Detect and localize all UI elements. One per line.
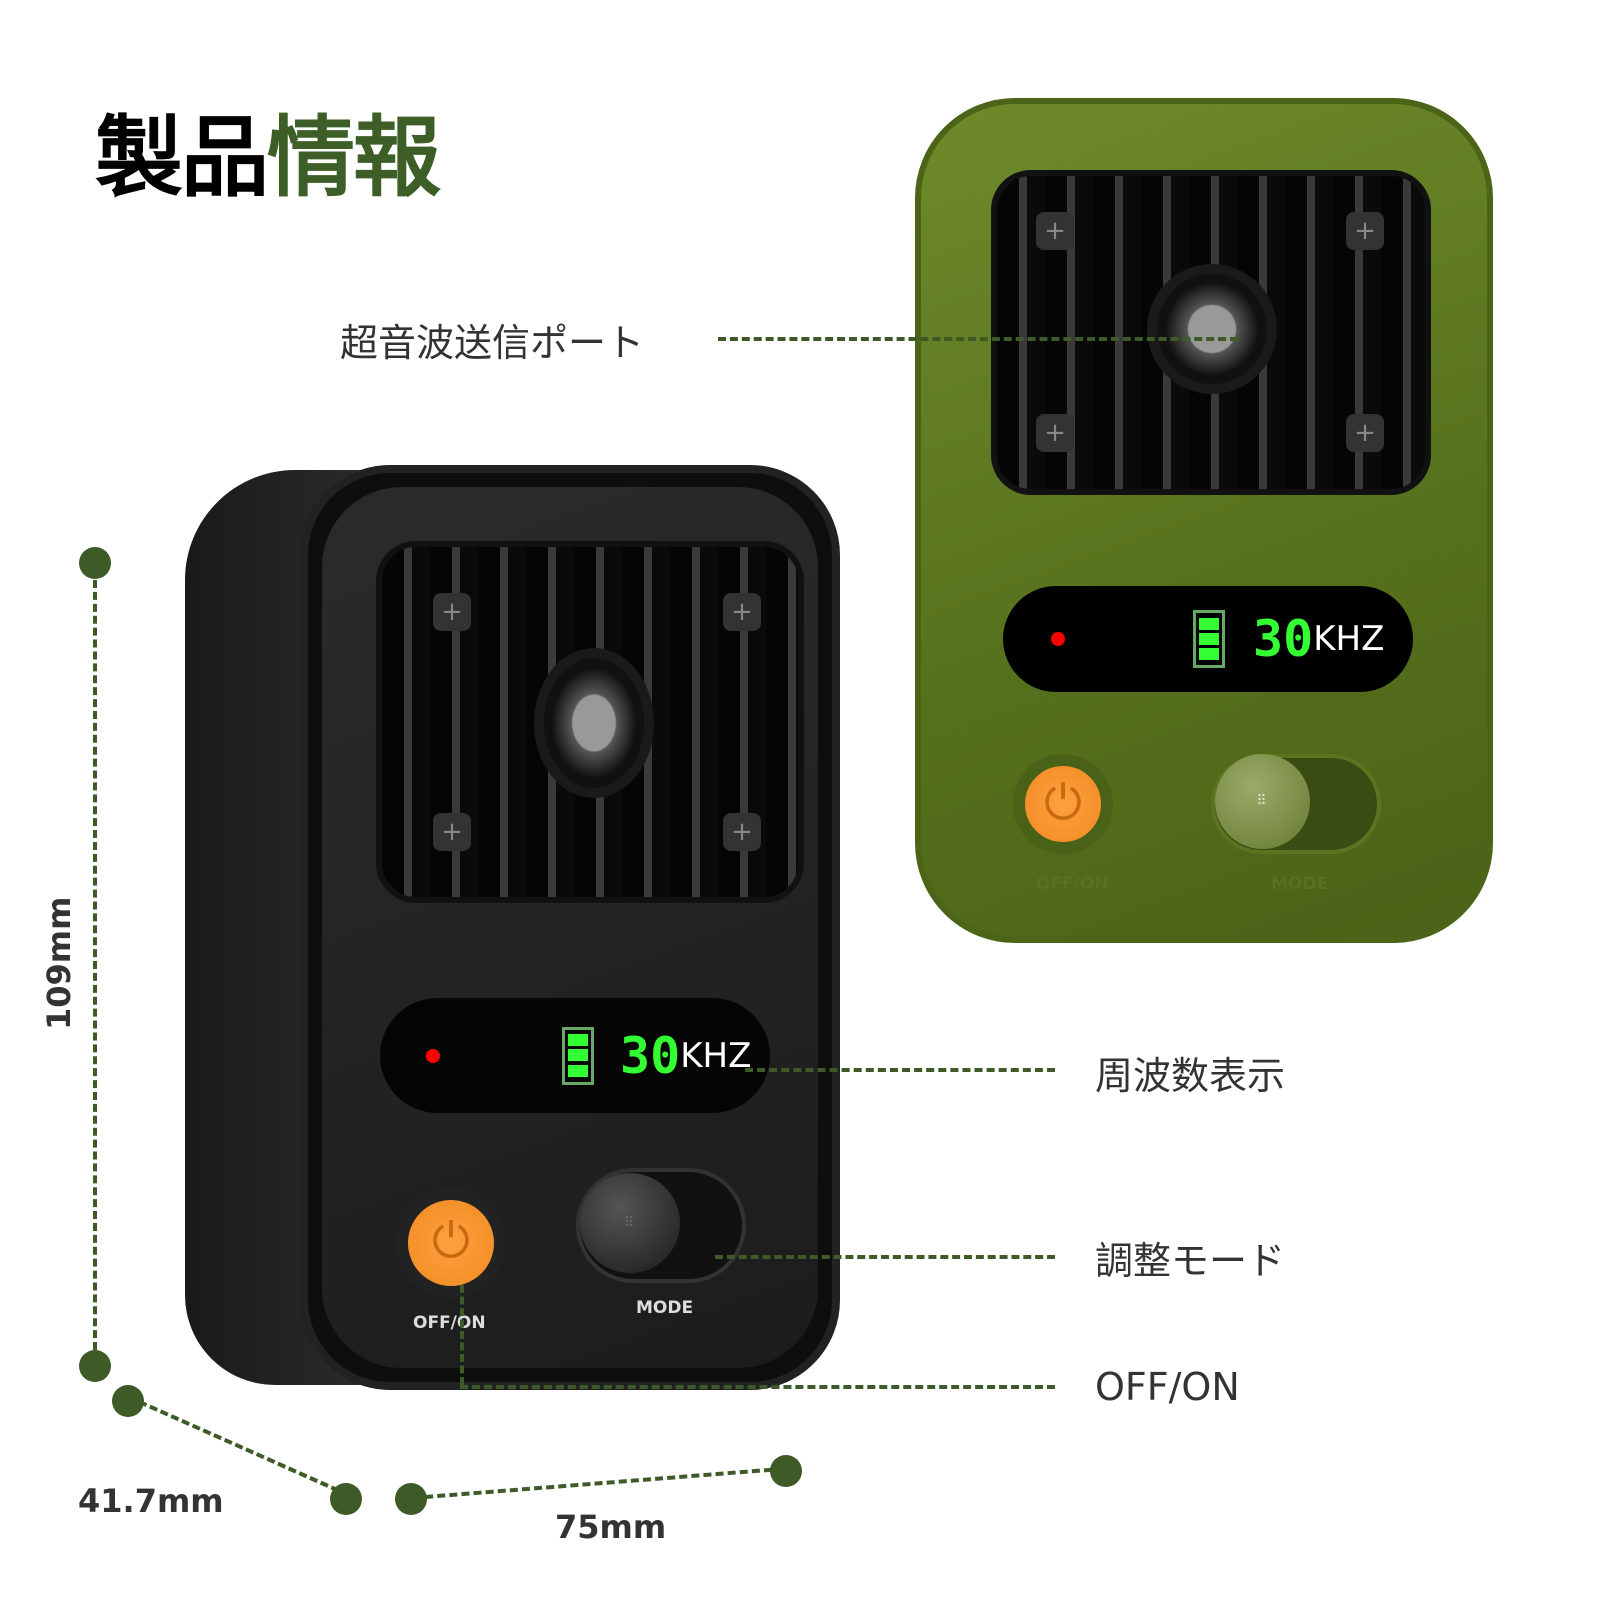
dimension-dot: [395, 1483, 427, 1515]
label-ultrasonic-port: 超音波送信ポート: [340, 321, 645, 365]
power-button[interactable]: ⏻: [396, 1188, 506, 1298]
dark-device-image: + + + + 30 KHZ ⏻ ⠿ OFF/ON MODE: [300, 465, 840, 1390]
ultrasonic-port-icon: [1147, 264, 1277, 394]
dimension-dot: [79, 547, 111, 579]
power-button[interactable]: ⏻: [1013, 754, 1113, 854]
screw-icon: +: [1346, 414, 1384, 452]
screw-icon: +: [1036, 414, 1074, 452]
led-indicator: [1051, 632, 1065, 646]
frequency-display: 30 KHZ: [380, 998, 770, 1113]
label-mode-adjust: 調整モード: [1095, 1239, 1286, 1283]
screw-icon: +: [433, 813, 471, 851]
callout-line: [460, 1285, 464, 1385]
screw-icon: +: [723, 813, 761, 851]
height-label: 109mm: [40, 896, 78, 1030]
mode-knob[interactable]: ⠿: [580, 1173, 680, 1273]
dimension-dot: [79, 1350, 111, 1382]
dimension-dot: [112, 1385, 144, 1417]
callout-line: [715, 1255, 1055, 1259]
mode-knob[interactable]: ⠿: [1215, 754, 1310, 849]
screw-icon: +: [1036, 212, 1074, 250]
green-device-image: + + + + 30 KHZ ⏻ ⠿ OFF/ON MODE: [915, 98, 1493, 943]
height-dimension-line: [93, 580, 97, 1350]
battery-icon: [562, 1026, 594, 1085]
led-indicator: [426, 1048, 440, 1063]
ultrasonic-port-icon: [534, 648, 654, 798]
screw-icon: +: [1346, 212, 1384, 250]
callout-line: [745, 1068, 1055, 1072]
page-title: 製品情報: [95, 106, 441, 209]
callout-line: [460, 1385, 1055, 1389]
callout-line: [718, 337, 1238, 341]
screw-icon: +: [723, 593, 761, 631]
dimension-dot: [770, 1455, 802, 1487]
dimension-dot: [330, 1483, 362, 1515]
label-off-on: OFF/ON: [1095, 1365, 1240, 1409]
screw-icon: +: [433, 593, 471, 631]
width-dimension-line: [425, 1466, 785, 1499]
width-label: 75mm: [555, 1508, 667, 1546]
frequency-display: 30 KHZ: [1003, 586, 1413, 692]
label-frequency-display: 周波数表示: [1095, 1054, 1286, 1098]
depth-label: 41.7mm: [78, 1482, 224, 1520]
battery-icon: [1193, 610, 1225, 668]
